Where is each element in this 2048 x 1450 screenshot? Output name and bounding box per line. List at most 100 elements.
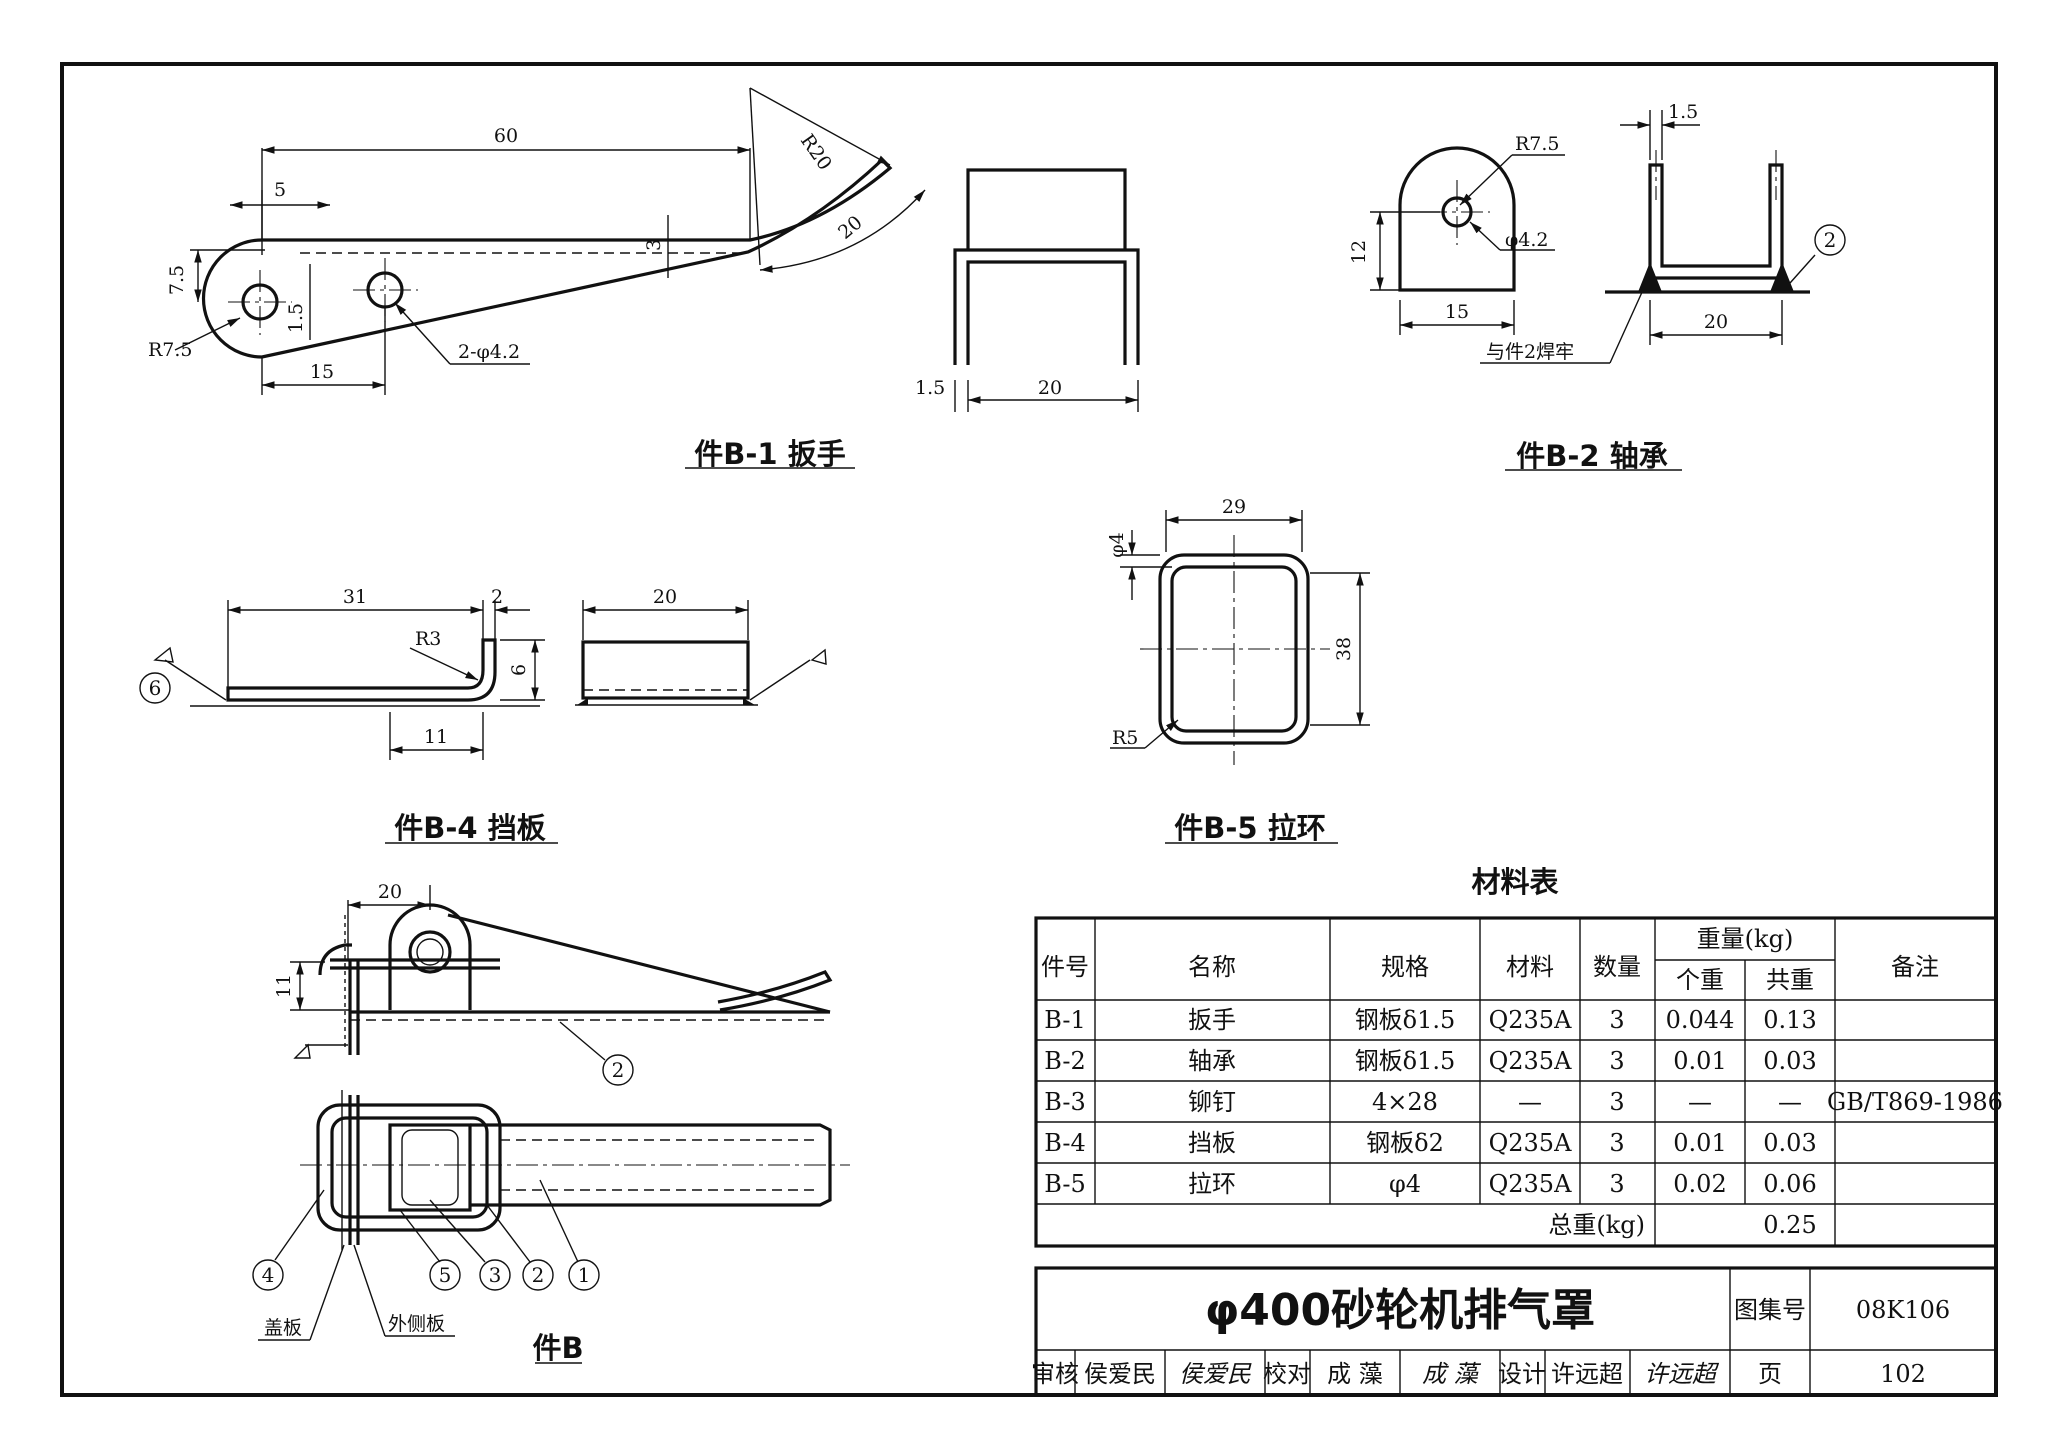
- cell-qty: 3: [1609, 1006, 1624, 1034]
- cell-spec: 钢板δ1.5: [1355, 1006, 1456, 1034]
- total-weight-value: 0.25: [1763, 1211, 1816, 1239]
- dim-7-5: 7.5: [166, 265, 188, 295]
- cell-total-weight: 0.03: [1763, 1129, 1816, 1157]
- review-label: 审核: [1031, 1360, 1079, 1388]
- caption-b2: 件B-2 轴承: [1516, 439, 1667, 473]
- caption-b4: 件B-4 挡板: [394, 811, 546, 845]
- dim-1-5: 1.5: [285, 303, 307, 333]
- th-unit-weight: 个重: [1676, 966, 1724, 994]
- cell-qty: 3: [1609, 1047, 1624, 1075]
- part-b4-baffle: 31 2 R3 6 11 6 20 件B-4 挡板: [139, 586, 827, 845]
- page-label: 页: [1758, 1360, 1782, 1388]
- cell-part-no: B-1: [1044, 1006, 1085, 1034]
- cell-unit-weight: —: [1688, 1088, 1712, 1116]
- dim-29: 29: [1222, 496, 1246, 518]
- cell-total-weight: 0.03: [1763, 1047, 1816, 1075]
- part-b5-pullring: 29 φ4 38 R5 件B-5 拉环: [1106, 496, 1370, 845]
- dim-r20: R20: [796, 130, 836, 174]
- th-name: 名称: [1188, 953, 1236, 981]
- callout-5: 5: [439, 1263, 452, 1287]
- dim-31: 31: [343, 586, 367, 608]
- dim-20-arc: 20: [834, 211, 867, 243]
- cell-unit-weight: 0.02: [1673, 1170, 1726, 1198]
- dim-20-b4: 20: [653, 586, 677, 608]
- atlas-label: 图集号: [1734, 1296, 1806, 1324]
- checker-name: 成 藻: [1327, 1360, 1383, 1388]
- material-table-title: 材料表: [1471, 865, 1558, 899]
- atlas-number: 08K106: [1856, 1296, 1950, 1324]
- dim-20-asm: 20: [378, 881, 402, 903]
- callout-2-b2: 2: [1824, 228, 1837, 252]
- page-number: 102: [1880, 1360, 1926, 1388]
- th-qty: 数量: [1593, 953, 1641, 981]
- dim-phi-4-2: φ4.2: [1505, 229, 1549, 251]
- cell-unit-weight: 0.044: [1666, 1006, 1735, 1034]
- dim-15: 15: [310, 361, 334, 383]
- dim-38: 38: [1333, 637, 1355, 661]
- part-b-assembly: 20 11 2 4 5 3 2 1: [252, 881, 850, 1365]
- cell-name: 扳手: [1188, 1006, 1236, 1034]
- dim-r7-5: R7.5: [148, 339, 193, 361]
- cell-spec: 4×28: [1372, 1088, 1438, 1116]
- reviewer-name: 侯爱民: [1084, 1360, 1156, 1388]
- cell-material: Q235A: [1489, 1047, 1572, 1075]
- cell-material: Q235A: [1489, 1170, 1572, 1198]
- drawing-title: φ400砂轮机排气罩: [1205, 1285, 1595, 1336]
- cell-qty: 3: [1609, 1170, 1624, 1198]
- dim-1-5-b2: 1.5: [1668, 101, 1698, 123]
- callout-4: 4: [262, 1263, 275, 1287]
- dim-20-bracket: 20: [1038, 377, 1062, 399]
- title-block: φ400砂轮机排气罩 图集号 08K106 审核 侯爱民 侯爱民 校对 成 藻 …: [1031, 1266, 1998, 1397]
- cell-part-no: B-2: [1044, 1047, 1085, 1075]
- callout-3: 3: [489, 1263, 502, 1287]
- cell-spec: 钢板δ2: [1366, 1129, 1444, 1157]
- cell-unit-weight: 0.01: [1673, 1129, 1726, 1157]
- cell-name: 轴承: [1188, 1047, 1236, 1075]
- th-part-no: 件号: [1041, 953, 1089, 981]
- caption-b5: 件B-5 拉环: [1174, 811, 1325, 845]
- checker-signature: 成 藻: [1422, 1360, 1482, 1388]
- dim-60: 60: [494, 125, 518, 147]
- dim-2: 2: [491, 586, 503, 608]
- cell-material: —: [1518, 1088, 1542, 1116]
- part-b2-bearing: 12 15 R7.5 φ4.2 1.5 20 2 与件2焊牢 件B-2 轴承: [1348, 101, 1846, 473]
- th-spec: 规格: [1381, 953, 1429, 981]
- label-outer-side-plate: 外侧板: [388, 1313, 445, 1335]
- cell-name: 挡板: [1188, 1129, 1236, 1157]
- th-total-weight: 共重: [1766, 966, 1814, 994]
- callout-6: 6: [149, 676, 162, 700]
- dim-6: 6: [508, 664, 530, 676]
- dim-15-b2: 15: [1445, 301, 1469, 323]
- cell-material: Q235A: [1489, 1006, 1572, 1034]
- cell-remarks: GB/T869-1986: [1827, 1088, 2003, 1116]
- cell-part-no: B-5: [1044, 1170, 1085, 1198]
- dim-1-5-bracket: 1.5: [915, 377, 945, 399]
- design-label: 设计: [1498, 1360, 1546, 1388]
- th-material: 材料: [1506, 953, 1554, 981]
- cell-qty: 3: [1609, 1129, 1624, 1157]
- cell-total-weight: 0.13: [1763, 1006, 1816, 1034]
- cell-spec: 钢板δ1.5: [1355, 1047, 1456, 1075]
- callout-1: 1: [578, 1263, 591, 1287]
- dim-phi-4: φ4: [1106, 532, 1128, 557]
- total-weight-label: 总重(kg): [1548, 1211, 1645, 1239]
- dim-3: 3: [643, 239, 665, 251]
- sheet-frame: [60, 62, 1998, 1397]
- callout-2-plan: 2: [532, 1263, 545, 1287]
- dim-20-b2: 20: [1704, 311, 1728, 333]
- callout-2-side: 2: [612, 1058, 625, 1082]
- caption-b-assembly: 件B: [532, 1331, 583, 1365]
- table-row: B-2 轴承 钢板δ1.5 Q235A 3 0.01 0.03: [1044, 1047, 1816, 1075]
- cell-unit-weight: 0.01: [1673, 1047, 1726, 1075]
- check-label: 校对: [1263, 1360, 1311, 1388]
- dim-11-asm: 11: [273, 974, 295, 998]
- caption-b1: 件B-1 扳手: [694, 437, 845, 471]
- dim-r5: R5: [1112, 727, 1138, 749]
- cell-total-weight: —: [1778, 1088, 1802, 1116]
- cell-material: Q235A: [1489, 1129, 1572, 1157]
